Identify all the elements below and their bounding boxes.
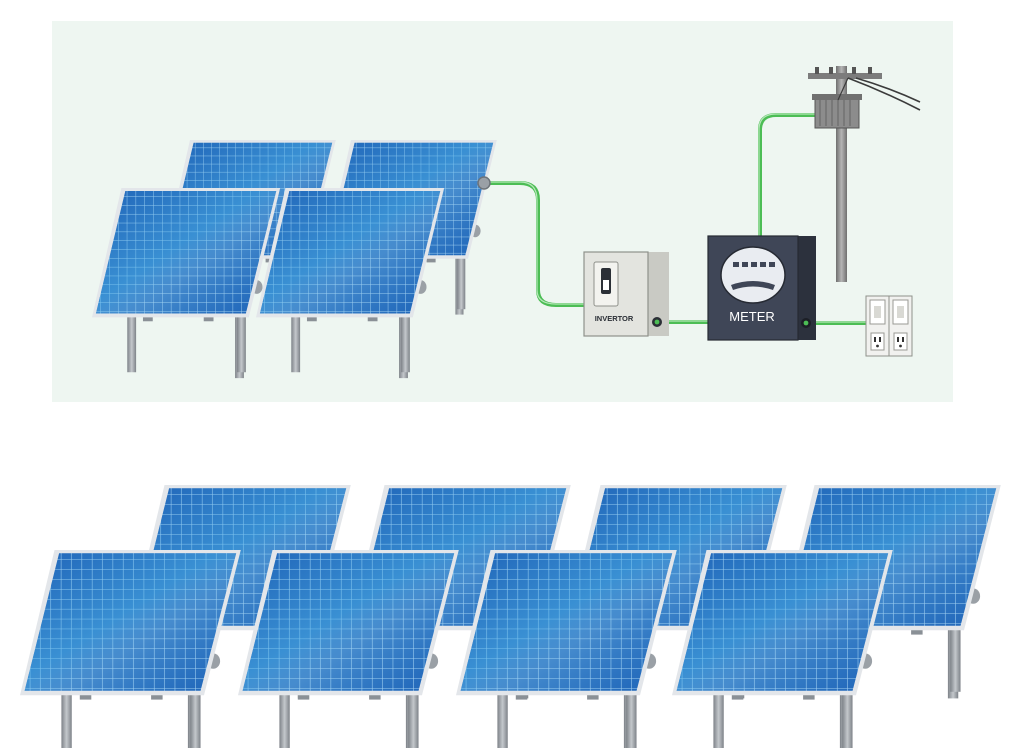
power-outlet-icon bbox=[865, 295, 913, 357]
solar-panel-icon bbox=[672, 550, 893, 748]
inverter-icon: INVERTOR bbox=[583, 251, 669, 337]
solar-panel-icon bbox=[20, 550, 241, 748]
solar-panel-icon bbox=[456, 550, 677, 748]
utility-pole-icon bbox=[808, 66, 921, 282]
meter-label: METER bbox=[729, 309, 775, 324]
inverter-label: INVERTOR bbox=[595, 314, 634, 323]
solar-panel-icon bbox=[238, 550, 459, 748]
electric-meter-icon: METER bbox=[707, 235, 816, 341]
solar-array-large bbox=[20, 485, 1001, 748]
wire-array-to-inverter bbox=[486, 181, 588, 307]
wire-meter-to-pole bbox=[758, 113, 824, 238]
connector-icon bbox=[477, 176, 491, 190]
